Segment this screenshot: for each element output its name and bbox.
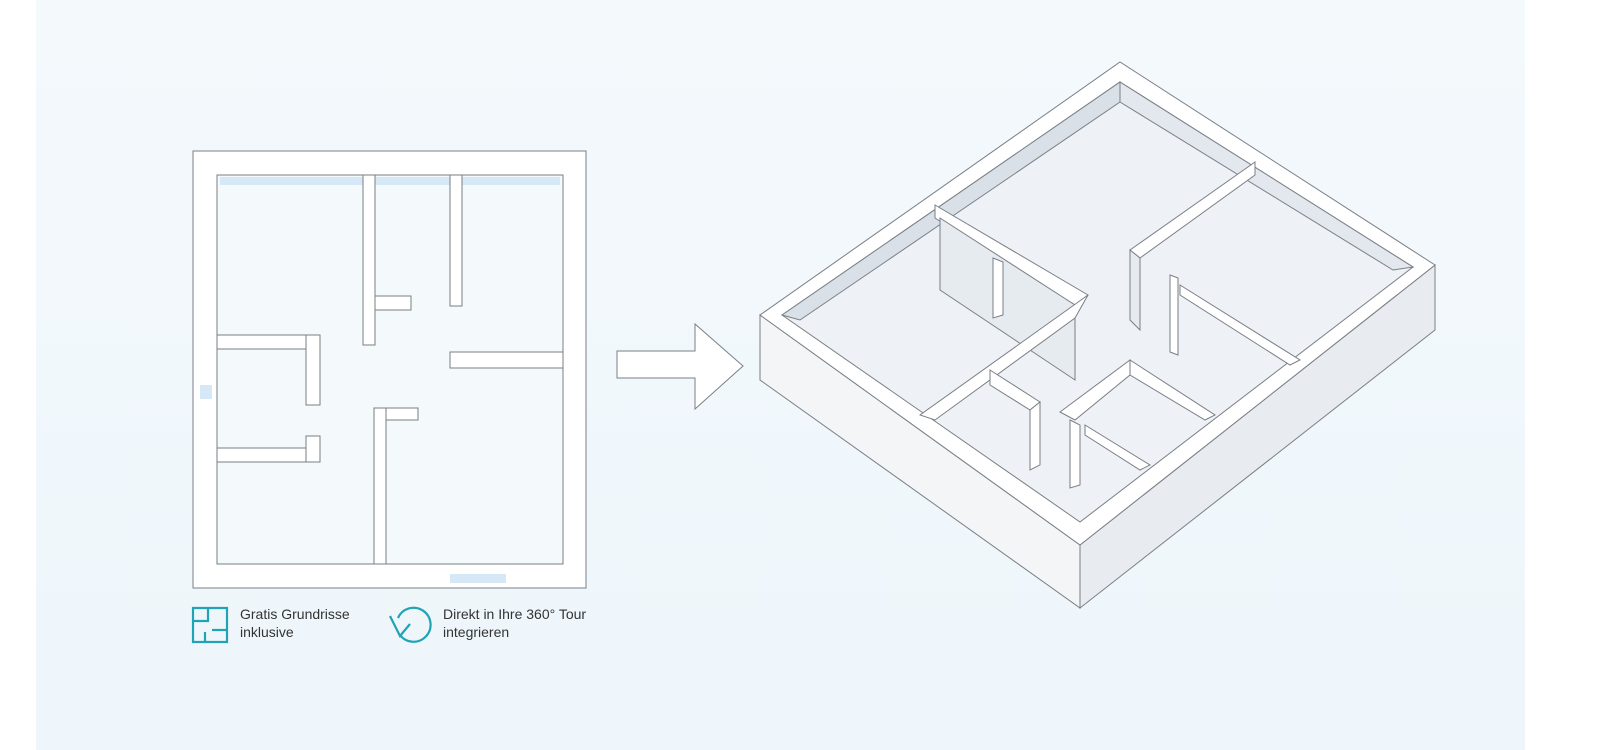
rotate-360-icon bbox=[389, 606, 432, 643]
floorplan-icon bbox=[191, 606, 229, 644]
caption-line: Direkt in Ihre 360° Tour bbox=[443, 606, 587, 622]
caption-line: Gratis Grundrisse bbox=[240, 606, 350, 622]
caption-floorplans: Gratis Grundrisse inklusive bbox=[240, 605, 350, 641]
arrow-icon bbox=[616, 322, 744, 411]
caption-line: inklusive bbox=[240, 624, 294, 640]
caption-line: integrieren bbox=[443, 624, 510, 640]
floor-plan-3d bbox=[759, 61, 1436, 610]
caption-360-tour: Direkt in Ihre 360° Tour integrieren bbox=[443, 605, 586, 641]
floor-plan-2d bbox=[192, 150, 587, 589]
